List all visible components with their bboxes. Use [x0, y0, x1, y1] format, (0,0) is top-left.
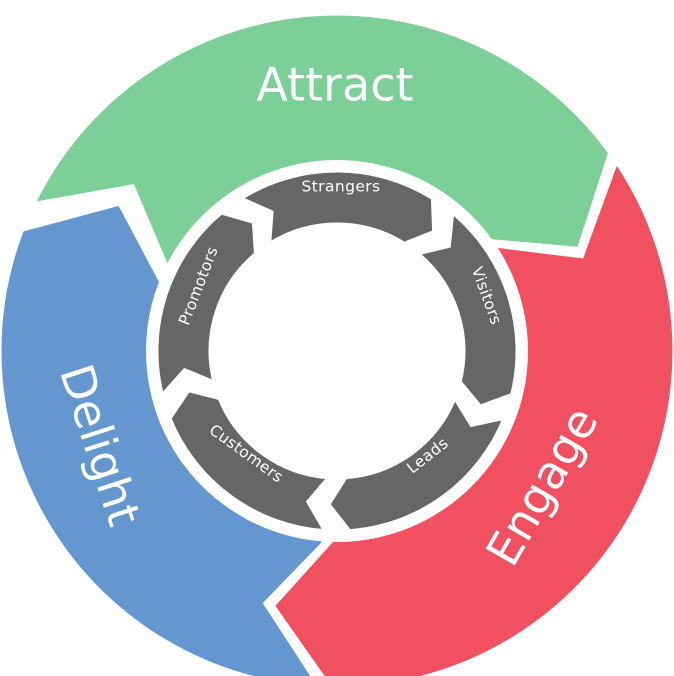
inner-cycle: [146, 160, 528, 542]
inner-segment-strangers: [238, 169, 436, 247]
outer-cycle: [0, 12, 674, 676]
inner-segment-visitors: [415, 210, 519, 408]
inner-label-strangers: Strangers: [301, 178, 380, 196]
inner-segment-customers: [168, 388, 332, 533]
inner-segment-promotors: [155, 211, 257, 398]
outer-label-attract: Attract: [256, 58, 413, 112]
inner-segment-leads: [327, 395, 507, 533]
